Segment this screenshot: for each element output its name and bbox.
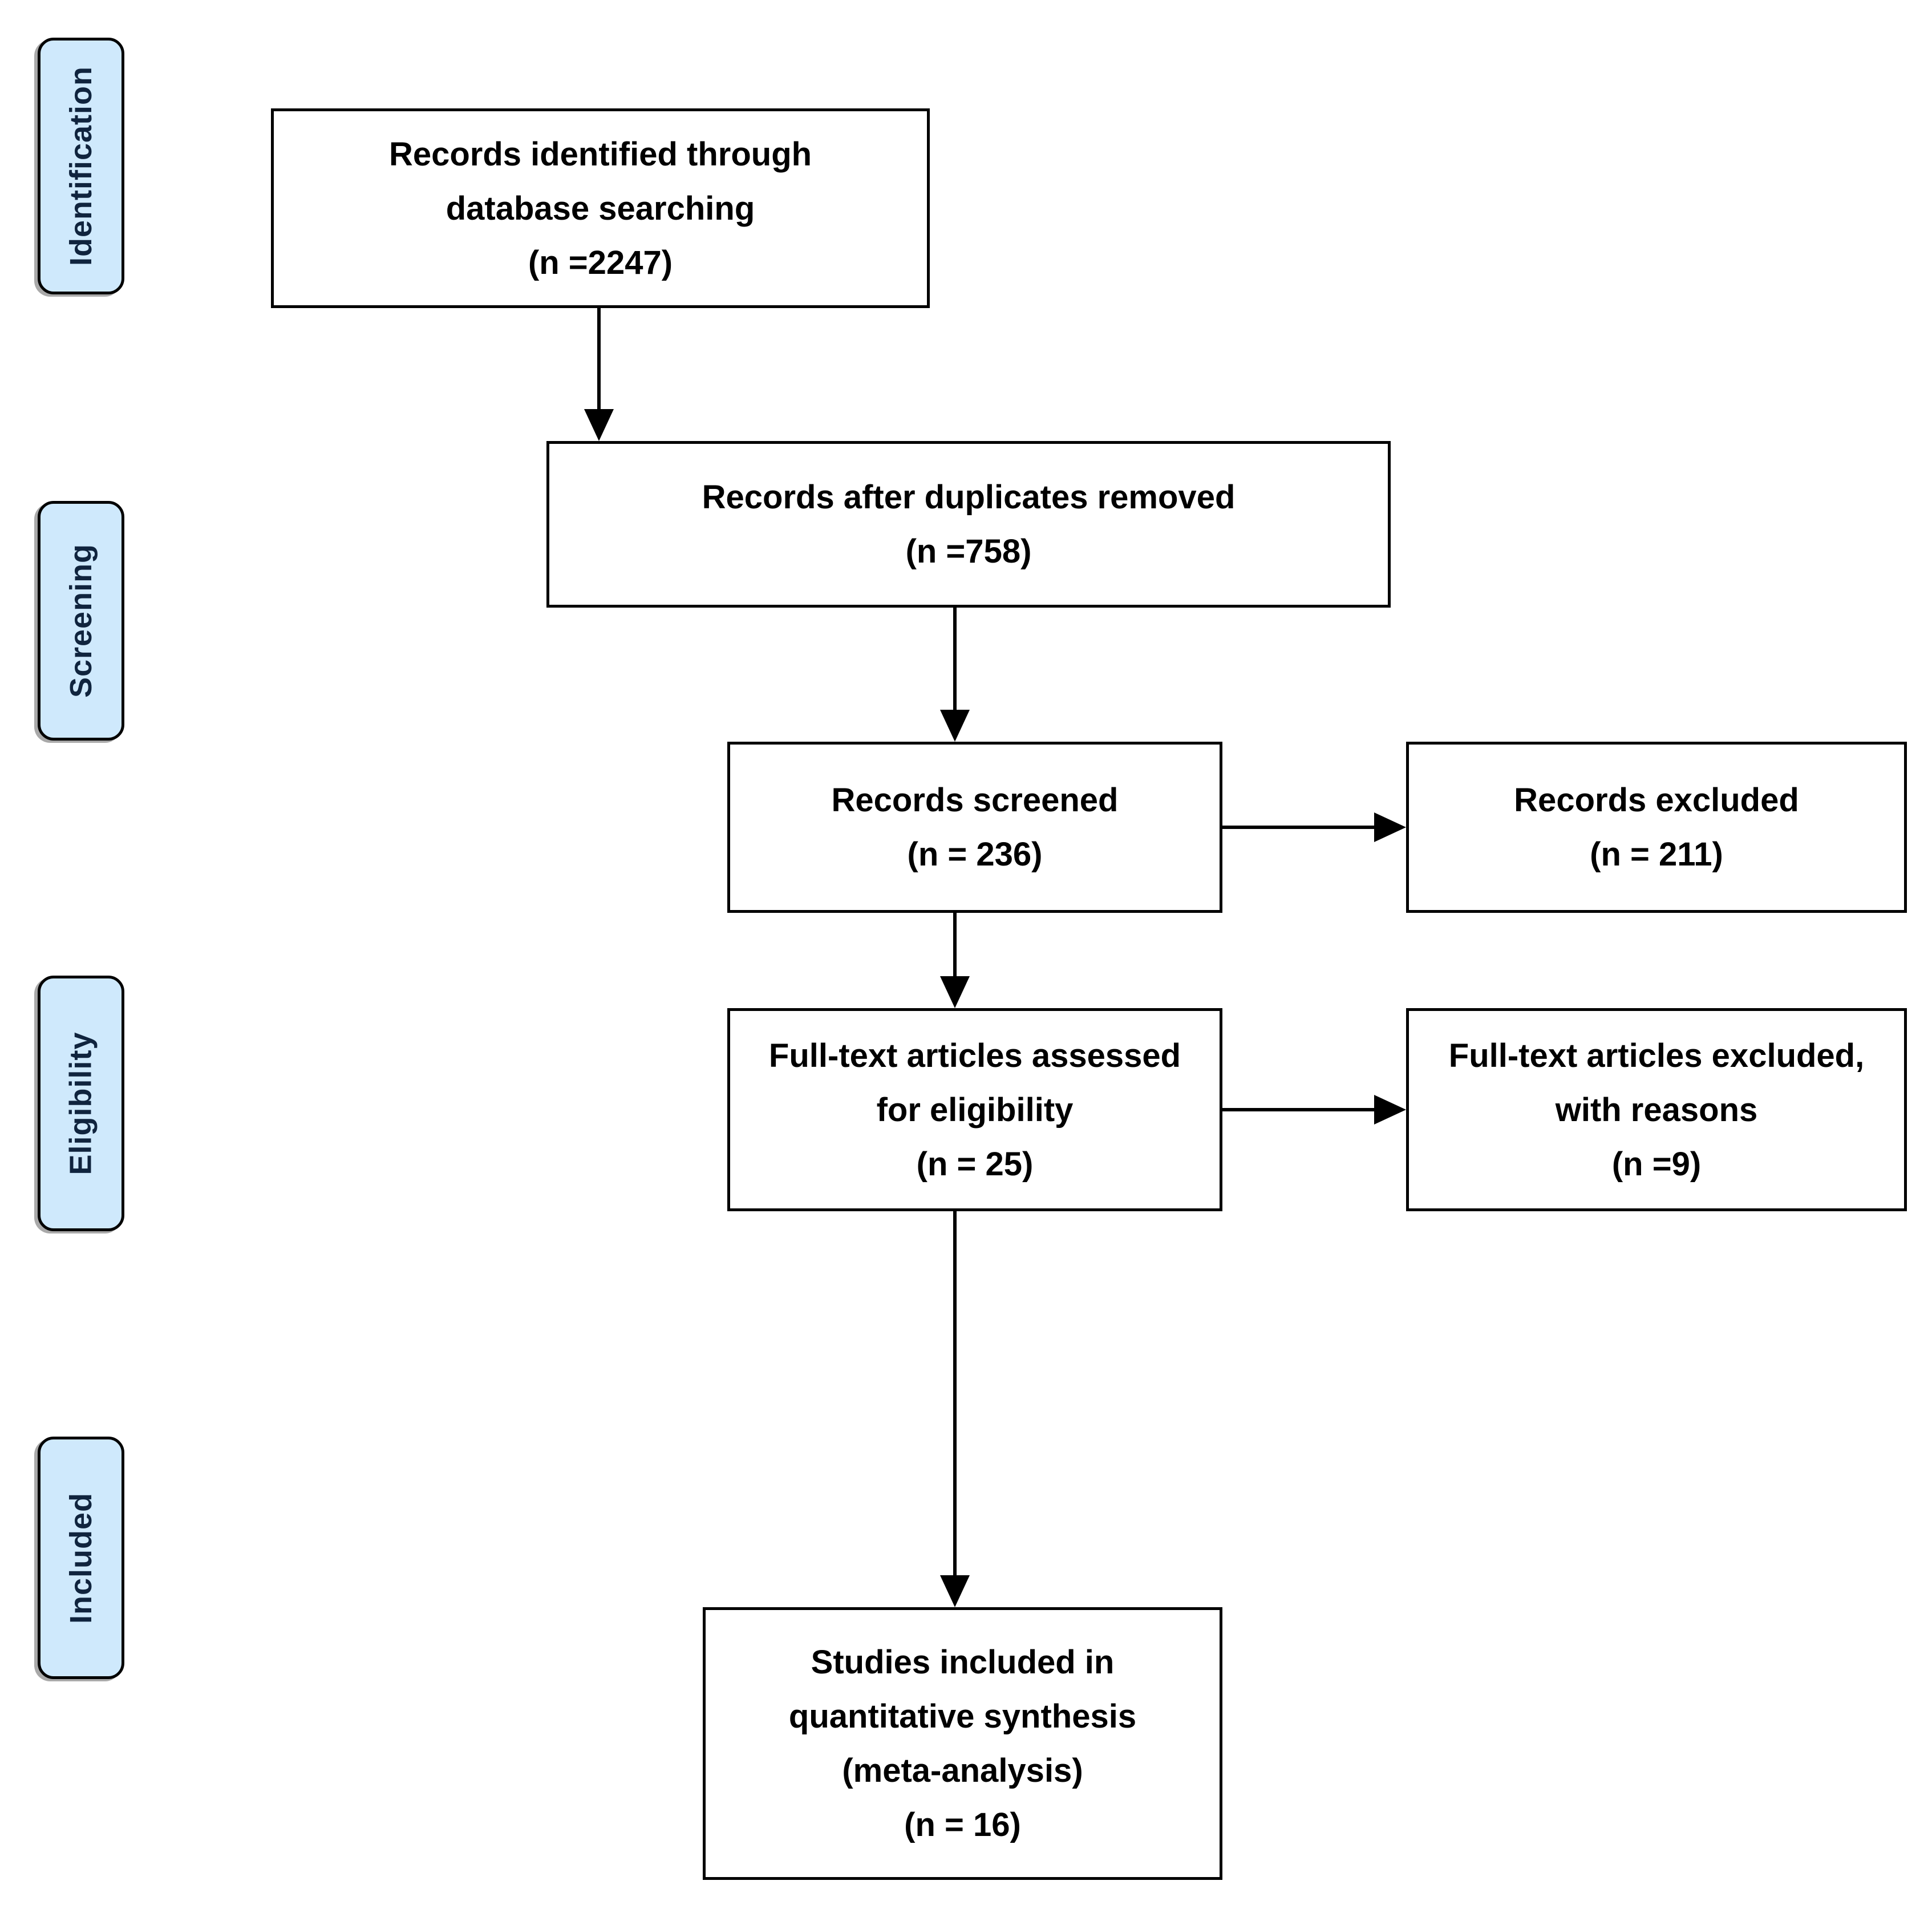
arrow-screened-to-excluded-line bbox=[1222, 826, 1378, 829]
box-count: (n = 25) bbox=[916, 1145, 1034, 1183]
box-count: (n =2247) bbox=[528, 244, 673, 281]
arrow-identified-to-deduplicated-head bbox=[584, 409, 614, 441]
box-line: for eligibility bbox=[876, 1091, 1074, 1129]
box-count: (n = 211) bbox=[1590, 836, 1723, 873]
arrow-screened-to-excluded-head bbox=[1374, 812, 1406, 842]
box-line: (meta-analysis) bbox=[842, 1752, 1083, 1789]
box-records-excluded: Records excluded (n = 211) bbox=[1406, 742, 1907, 913]
stage-eligibility-label: Eligibility bbox=[64, 1032, 98, 1175]
arrow-fulltext-to-included-line bbox=[953, 1211, 957, 1579]
arrow-fulltext-to-included-head bbox=[940, 1575, 970, 1607]
box-line: Full-text articles excluded, bbox=[1448, 1037, 1865, 1074]
stage-included: Included bbox=[38, 1437, 124, 1679]
box-line: database searching bbox=[445, 189, 755, 227]
box-line: Records excluded bbox=[1514, 782, 1799, 819]
box-count: (n = 16) bbox=[904, 1806, 1021, 1843]
arrow-deduplicated-to-screened-head bbox=[940, 710, 970, 742]
box-line: with reasons bbox=[1555, 1091, 1758, 1129]
stage-screening-label: Screening bbox=[64, 543, 98, 698]
box-fulltext-excluded: Full-text articles excluded, with reason… bbox=[1406, 1008, 1907, 1211]
box-duplicates-removed: Records after duplicates removed (n =758… bbox=[546, 441, 1391, 608]
box-count: (n =758) bbox=[905, 533, 1032, 570]
stage-identification: Identification bbox=[38, 38, 124, 294]
arrow-screened-to-fulltext-line bbox=[953, 913, 957, 980]
arrow-fulltext-to-excluded-head bbox=[1374, 1095, 1406, 1125]
box-line: Records after duplicates removed bbox=[702, 479, 1236, 516]
arrow-fulltext-to-excluded-line bbox=[1222, 1108, 1378, 1111]
stage-included-label: Included bbox=[64, 1492, 99, 1624]
box-count: (n =9) bbox=[1611, 1145, 1702, 1183]
stage-screening: Screening bbox=[38, 501, 124, 741]
box-line: Records identified through bbox=[388, 135, 812, 173]
arrow-screened-to-fulltext-head bbox=[940, 976, 970, 1008]
box-line: Full-text articles assessed bbox=[768, 1037, 1181, 1074]
box-records-identified: Records identified through database sear… bbox=[271, 108, 930, 308]
box-line: Records screened bbox=[831, 782, 1119, 819]
box-studies-included: Studies included in quantitative synthes… bbox=[703, 1607, 1222, 1880]
box-line: quantitative synthesis bbox=[788, 1698, 1137, 1735]
box-count: (n = 236) bbox=[907, 836, 1043, 873]
box-records-screened: Records screened (n = 236) bbox=[727, 742, 1222, 913]
stage-eligibility: Eligibility bbox=[38, 976, 124, 1231]
stage-identification-label: Identification bbox=[64, 66, 98, 266]
box-fulltext-assessed: Full-text articles assessed for eligibil… bbox=[727, 1008, 1222, 1211]
arrow-identified-to-deduplicated-line bbox=[597, 308, 601, 412]
arrow-deduplicated-to-screened-line bbox=[953, 608, 957, 713]
box-line: Studies included in bbox=[811, 1644, 1115, 1681]
